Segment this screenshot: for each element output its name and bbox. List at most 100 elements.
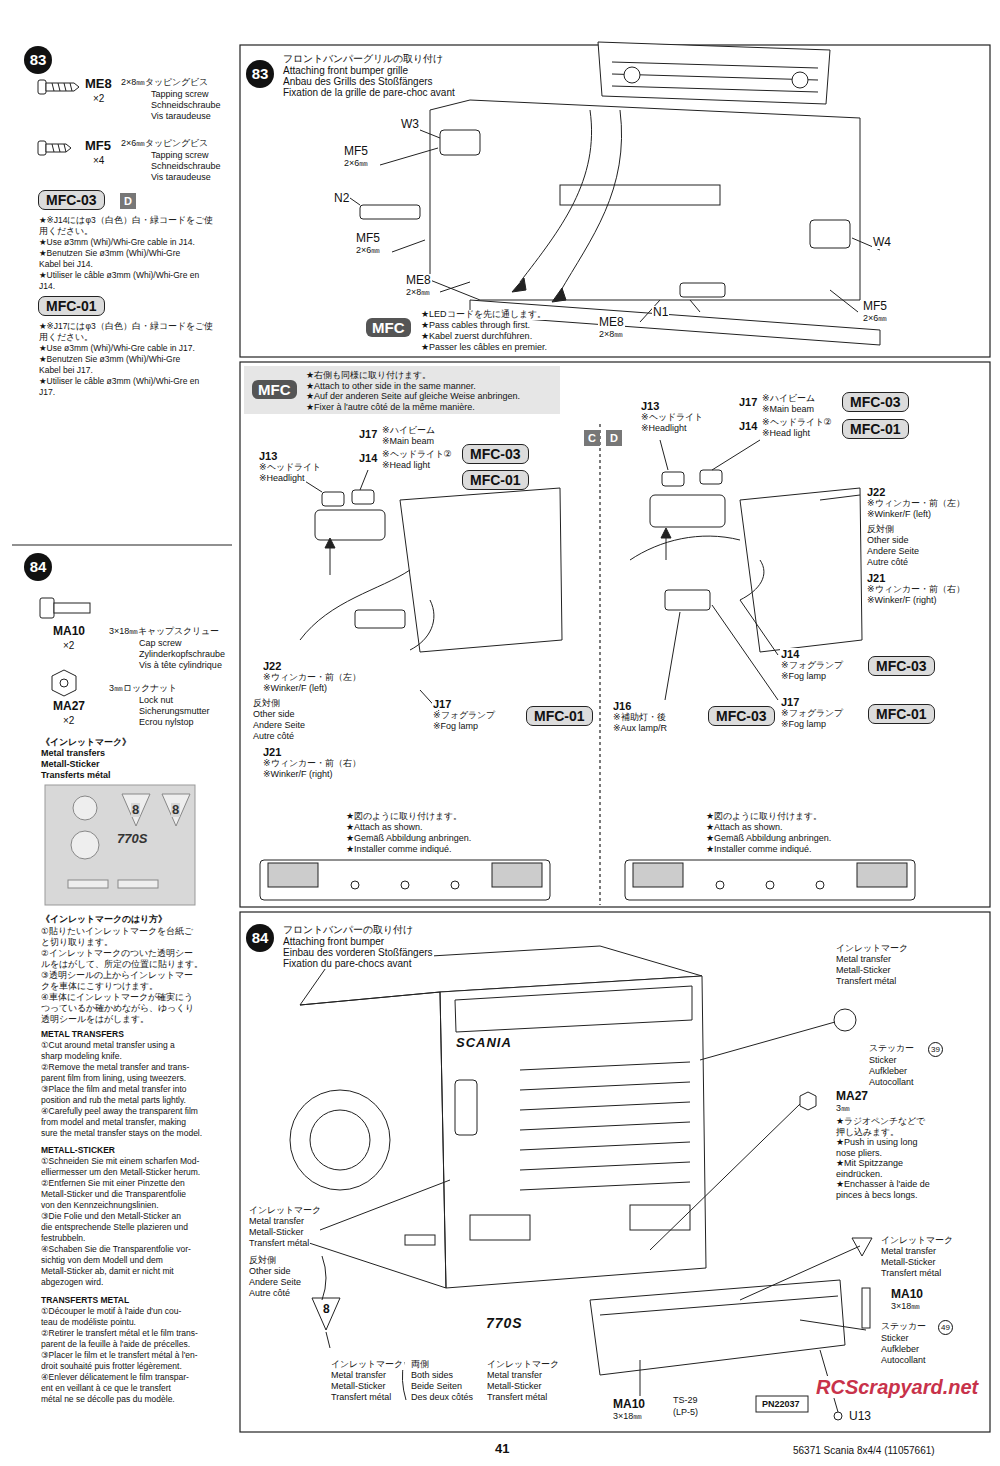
annotation-text: 3㎜ロックナット <box>108 684 178 694</box>
truck-illustration <box>455 986 692 1032</box>
annotation-text: ステッカー <box>868 1044 915 1054</box>
annotation-text: MA27 <box>835 1090 869 1103</box>
truck-illustration <box>320 1022 866 1412</box>
annotation-text: (LP-5) <box>672 1408 699 1418</box>
node-text: MFC-01 <box>534 708 585 724</box>
grille-assembly <box>624 67 640 83</box>
truck-illustration <box>834 1009 856 1031</box>
headlight-assembly-d <box>740 488 862 652</box>
annotation-text: ★Utiliser le câble ø3mm (Whi)/Whi-Gre en <box>38 271 200 280</box>
annotation-text: インレットマーク <box>880 1236 954 1246</box>
annotation-text: 2×6㎜ <box>343 159 369 169</box>
annotation-text: Lock nut <box>138 696 174 706</box>
truck-illustration <box>862 1288 870 1328</box>
annotation-text: ステッカー <box>880 1322 927 1332</box>
panel-frames <box>12 45 990 1432</box>
note-text: ★Auf der anderen Seite auf gleiche Weise… <box>305 392 521 402</box>
cable-code-badge: MFC-03 <box>842 392 909 412</box>
annotation-text: ※ヘッドライト② <box>381 450 453 460</box>
annotation-text: die entsprechende Stelle plazieren und <box>40 1223 189 1232</box>
annotation-text: ★Kabel zuerst durchführen. <box>420 332 533 342</box>
annotation-text: ★Use ø3mm (Whi)/Whi-Gre cable in J14. <box>38 238 196 247</box>
annotation-text: 《インレットマークのはり方》 <box>40 915 168 925</box>
annotation-text: MA10 <box>52 625 86 638</box>
annotation-text: ★Gemäß Abbildung anbringen. <box>705 834 832 844</box>
annotation-text: ※ハイビーム <box>761 394 816 404</box>
annotation-text: ③Place the film and metal transfer into <box>40 1085 188 1094</box>
headlight-assembly-c <box>330 545 331 575</box>
grille-assembly <box>360 205 420 219</box>
annotation-text: ★LEDコードを先に通します。 <box>420 310 547 320</box>
annotation-text: インレットマーク <box>248 1206 322 1216</box>
parts-icons <box>46 144 71 152</box>
annotation-text: Metall-Sticker <box>835 966 892 976</box>
note-text: ★Fixer à l'autre côté de la même manière… <box>305 403 476 413</box>
annotation-text: ★Utiliser le câble ø3mm (Whi)/Whi-Gre en <box>38 377 200 386</box>
annotation-text: Transfert métal <box>330 1393 392 1403</box>
annotation-text: Autre côté <box>252 732 295 742</box>
parts-icons <box>45 785 195 905</box>
annotation-text: インレットマーク <box>486 1360 560 1370</box>
annotation-text: Metal transfer <box>880 1247 937 1257</box>
annotation-text: Other side <box>248 1267 292 1277</box>
cable-code-badge: MFC-03 <box>868 656 935 676</box>
annotation-text: ルをはがして、所定の位置に貼ります。 <box>40 960 204 969</box>
annotation-text: J13 <box>640 400 660 412</box>
annotation-text: Vis taraudeuse <box>150 173 212 183</box>
parts-icons <box>71 831 99 859</box>
grille-assembly <box>560 185 720 205</box>
headlight-assembly-d <box>700 470 722 484</box>
annotation-text: 透明シールをはがします。 <box>40 1015 150 1024</box>
annotation-text: つっているか確かめながら、ゆっくり <box>40 1004 195 1013</box>
annotation-text: Zylinderkopfschraube <box>138 650 226 660</box>
annotation-text: Beide Seiten <box>410 1382 463 1392</box>
annotation-text: J14. <box>38 282 56 291</box>
annotation-text: Andere Seite <box>248 1278 302 1288</box>
annotation-text: ※ウィンカー・前（左） <box>262 673 362 683</box>
annotation-text: Andere Seite <box>252 721 306 731</box>
grille-assembly <box>810 220 850 248</box>
annotation-text: Transfert métal <box>835 977 897 987</box>
annotation-text: Einbau des vorderen Stoßfängers <box>282 947 434 958</box>
annotation-text: ★Enchasser à l'aide de <box>835 1180 931 1190</box>
annotation-text: Metal transfer <box>330 1371 387 1381</box>
headlight-assembly-c <box>355 610 405 628</box>
annotation-text: ※フォグランプ <box>780 709 844 719</box>
grille-assembly <box>512 278 526 292</box>
annotation-text: J17. <box>38 388 56 397</box>
annotation-text: J22 <box>866 486 886 498</box>
cable-code-badge: MFC-03 <box>708 706 775 726</box>
annotation-text: TRANSFERTS METAL <box>40 1296 130 1305</box>
annotation-text: MF5 <box>343 145 369 158</box>
annotation-text: ②Entfernen Sie mit einer Pinzette den <box>40 1179 186 1188</box>
annotation-text: J16 <box>612 700 632 712</box>
annotation-text: ※ウィンカー・前（右） <box>866 585 966 595</box>
grille-assembly <box>552 288 566 302</box>
node-text: C <box>588 432 596 444</box>
annotation-text: Metall-Sticker <box>486 1382 543 1392</box>
annotation-text: MF5 <box>862 300 888 313</box>
cable-code-badge: MFC-01 <box>868 704 935 724</box>
variant-letter: D <box>606 430 622 446</box>
panel-frames <box>244 366 560 414</box>
step-number: 84 <box>246 924 274 952</box>
annotation-text: 56371 Scania 8x4/4 (11057661) <box>792 1445 936 1456</box>
annotation-text: ※Fog lamp <box>780 672 827 682</box>
annotation-text: J17 <box>780 696 800 708</box>
annotation-text: ①Cut around metal transfer using a <box>40 1041 176 1050</box>
logo-text: 770S <box>485 1316 524 1331</box>
cable-code-badge: MFC-01 <box>38 296 105 316</box>
annotation-text: N2 <box>333 192 350 205</box>
cable-code-badge: MFC-03 <box>38 190 105 210</box>
step-number: 83 <box>246 60 274 88</box>
annotation-text: J14 <box>358 452 378 464</box>
annotation-text: ②Retirer le transfert métal et le film t… <box>40 1329 199 1338</box>
truck-illustration <box>322 1256 326 1300</box>
annotation-text: ※ヘッドライト② <box>761 418 833 428</box>
annotation-text: 用ください。 <box>38 333 94 342</box>
annotation-text: droit souhaité puis frotter légèrement. <box>40 1362 183 1371</box>
sticker-number: 49 <box>938 1320 953 1335</box>
headlight-assembly-c <box>401 881 409 889</box>
annotation-text: Metal transfers <box>40 749 106 759</box>
annotation-text: pinces à becs longs. <box>835 1191 919 1201</box>
